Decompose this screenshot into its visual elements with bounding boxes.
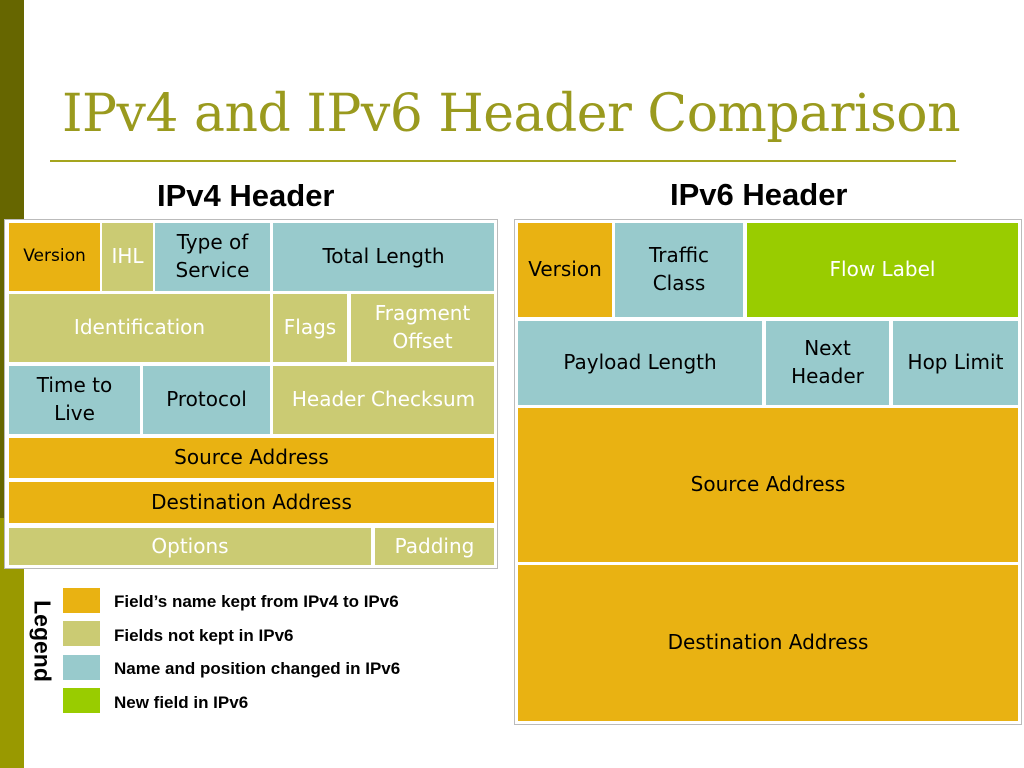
legend-label-kept: Field’s name kept from IPv4 to IPv6 (114, 592, 399, 611)
legend-label-changed: Name and position changed in IPv6 (114, 659, 401, 678)
ipv4-heading: IPv4 Header (157, 178, 335, 213)
ipv4-field-flags: Flags (273, 294, 347, 362)
ipv4-field-padding: Padding (375, 528, 494, 565)
ipv6-field-payload-length: Payload Length (518, 321, 762, 405)
ipv4-field-total-length: Total Length (273, 223, 494, 291)
ipv4-field-options: Options (9, 528, 371, 565)
ipv6-field-source-address: Source Address (518, 408, 1018, 562)
title-divider (50, 160, 956, 162)
ipv4-header-diagram: Version IHL Type of Service Total Length… (5, 220, 497, 568)
page-title: IPv4 and IPv6 Header Comparison (62, 84, 961, 144)
ipv4-field-fragment-offset: Fragment Offset (351, 294, 494, 362)
ipv6-heading: IPv6 Header (670, 177, 848, 212)
ipv6-field-flow-label: Flow Label (747, 223, 1018, 317)
ipv4-field-time-to-live: Time to Live (9, 366, 140, 434)
ipv6-field-next-header: Next Header (766, 321, 889, 405)
ipv6-field-destination-address: Destination Address (518, 565, 1018, 721)
ipv4-field-protocol: Protocol (143, 366, 270, 434)
ipv4-field-header-checksum: Header Checksum (273, 366, 494, 434)
ipv4-field-destination-address: Destination Address (9, 482, 494, 523)
ipv6-field-hop-limit: Hop Limit (893, 321, 1018, 405)
ipv6-field-traffic-class: Traffic Class (615, 223, 743, 317)
legend-swatch-not-kept (63, 621, 100, 646)
ipv4-field-type-of-service: Type of Service (155, 223, 270, 291)
legend-swatch-new (63, 688, 100, 713)
legend-label-new: New field in IPv6 (114, 693, 249, 712)
ipv4-field-ihl: IHL (102, 223, 153, 291)
ipv4-field-identification: Identification (9, 294, 270, 362)
legend-swatch-changed (63, 655, 100, 680)
legend-title: Legend (29, 600, 56, 682)
ipv6-field-version: Version (518, 223, 612, 317)
ipv4-field-source-address: Source Address (9, 438, 494, 478)
legend-swatch-kept (63, 588, 100, 613)
ipv4-field-version: Version (9, 223, 100, 291)
ipv6-header-diagram: Version Traffic Class Flow Label Payload… (515, 220, 1021, 724)
legend-label-not-kept: Fields not kept in IPv6 (114, 626, 294, 645)
